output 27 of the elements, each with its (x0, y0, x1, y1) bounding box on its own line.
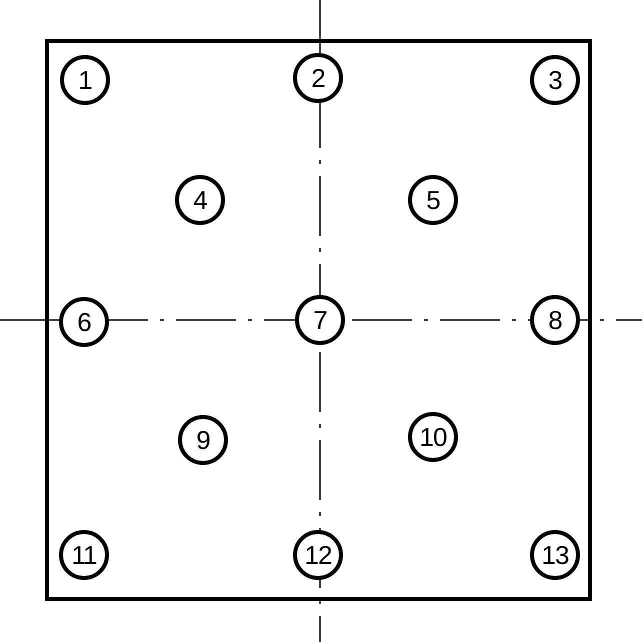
numbered-circle (178, 415, 228, 465)
position-number: 7 (313, 307, 327, 333)
position-number: 5 (426, 187, 440, 213)
frame-square (45, 39, 592, 601)
numbered-circle (530, 530, 580, 580)
position-number: 8 (548, 307, 562, 333)
numbered-circle (408, 175, 458, 225)
position-number: 3 (548, 67, 562, 93)
position-number: 6 (77, 309, 91, 335)
numbered-circle (408, 412, 458, 462)
position-number: 4 (193, 187, 207, 213)
numbered-circle (293, 530, 343, 580)
position-number: 12 (304, 542, 332, 568)
numbered-circle (295, 295, 345, 345)
numbered-circle (530, 55, 580, 105)
position-number: 9 (196, 427, 210, 453)
numbered-circle (59, 297, 109, 347)
position-number: 1 (78, 67, 92, 93)
position-number: 2 (311, 65, 325, 91)
numbered-circle (530, 295, 580, 345)
numbered-circle (60, 55, 110, 105)
position-number: 11 (72, 542, 96, 568)
numbered-circle (293, 53, 343, 103)
position-number: 13 (542, 542, 568, 568)
position-number: 10 (420, 424, 446, 450)
numbered-circle (175, 175, 225, 225)
numbered-circle (59, 530, 109, 580)
